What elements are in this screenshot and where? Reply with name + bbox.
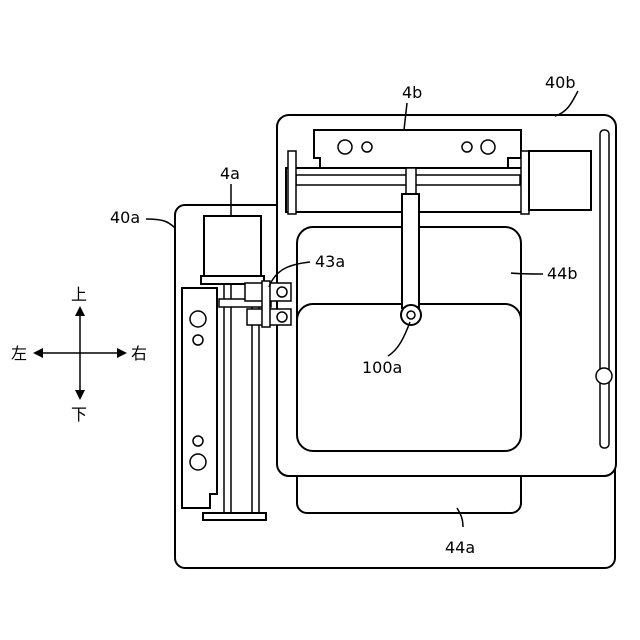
pivot-inner bbox=[407, 311, 415, 319]
label-4b: 4b bbox=[402, 83, 422, 102]
arrow-up-icon bbox=[75, 306, 85, 316]
arrow-left-icon bbox=[33, 348, 43, 358]
bracket-hole bbox=[277, 287, 287, 297]
vertical-plate bbox=[182, 288, 217, 508]
rail-end-right bbox=[521, 151, 529, 214]
label-40b: 40b bbox=[545, 73, 576, 92]
direction-down: 下 bbox=[71, 405, 87, 424]
label-44a: 44a bbox=[445, 538, 475, 557]
direction-indicator: 上 下 左 右 bbox=[11, 285, 147, 424]
motor-4a bbox=[204, 216, 261, 276]
slider-knob bbox=[596, 368, 612, 384]
bottom-plate bbox=[203, 513, 266, 520]
bracket-hole bbox=[277, 312, 287, 322]
label-43a: 43a bbox=[315, 252, 345, 271]
direction-up: 上 bbox=[71, 285, 87, 304]
bracket-post bbox=[262, 281, 270, 327]
leader-40a bbox=[146, 219, 175, 228]
leader-40b bbox=[555, 91, 578, 116]
arm bbox=[402, 194, 419, 308]
carriage-4b bbox=[314, 130, 521, 168]
direction-right: 右 bbox=[131, 344, 147, 363]
arrow-down-icon bbox=[75, 390, 85, 400]
label-44b: 44b bbox=[547, 264, 578, 283]
motor-block bbox=[529, 151, 591, 210]
arrow-right-icon bbox=[117, 348, 127, 358]
rail-end-left bbox=[288, 151, 296, 214]
label-100a: 100a bbox=[362, 358, 402, 377]
label-4a: 4a bbox=[220, 164, 240, 183]
direction-left: 左 bbox=[11, 344, 27, 363]
label-40a: 40a bbox=[110, 208, 140, 227]
